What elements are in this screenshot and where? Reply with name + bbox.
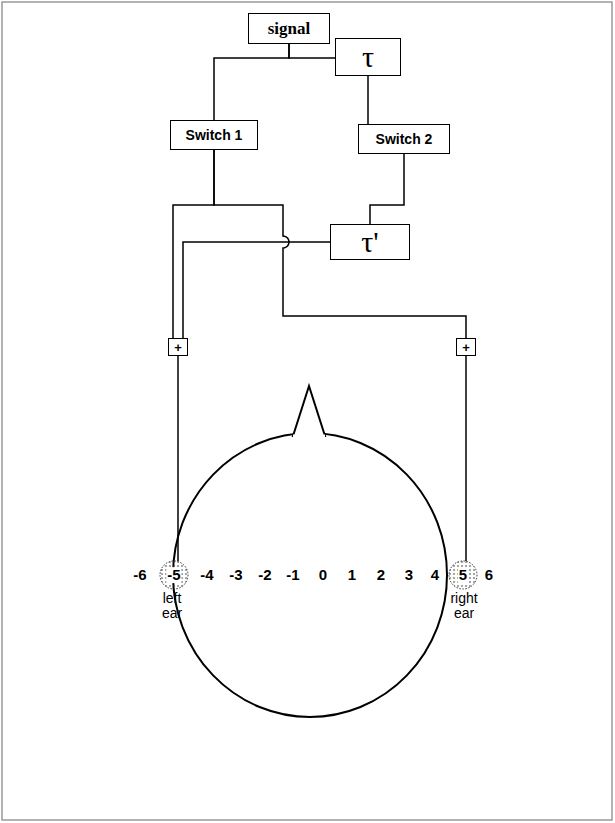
position-number: -3 — [229, 567, 242, 583]
ear-label: right ear — [444, 591, 484, 620]
left-ear — [160, 561, 188, 589]
wire-connector — [367, 76, 369, 124]
node-text: τ' — [361, 227, 378, 257]
wire-connector — [370, 154, 404, 224]
position-number: 4 — [431, 567, 439, 583]
delay-box: τ — [335, 38, 401, 76]
node-text: Switch 2 — [376, 132, 433, 146]
position-number: -2 — [258, 567, 271, 583]
position-number: -6 — [133, 567, 146, 583]
wire-connector — [183, 242, 330, 338]
position-number: 6 — [485, 567, 493, 583]
right-ear — [449, 561, 477, 589]
adder-box: + — [456, 338, 476, 356]
wire — [465, 356, 467, 561]
adder-box: + — [168, 338, 188, 356]
switch-box: Switch 1 — [170, 120, 258, 150]
nose-base — [293, 435, 325, 438]
wire-connector — [214, 44, 289, 120]
wire — [177, 356, 179, 561]
position-number: -1 — [286, 567, 299, 583]
position-number: 3 — [405, 567, 413, 583]
position-number: 5 — [458, 567, 468, 583]
node-text: signal — [268, 20, 311, 37]
position-number: -4 — [200, 567, 213, 583]
node-text: Switch 1 — [186, 128, 243, 142]
wire-connector — [289, 44, 335, 58]
delay-box: τ' — [330, 224, 410, 260]
node-text: τ — [362, 42, 374, 72]
node-text: + — [174, 341, 182, 354]
position-number: 1 — [348, 567, 356, 583]
signal-box: signal — [248, 13, 330, 44]
head-outline — [173, 433, 447, 717]
wire-connector — [173, 150, 214, 338]
ear-label: left ear — [152, 591, 192, 620]
position-number: -5 — [166, 567, 181, 583]
wire-connector — [214, 150, 466, 338]
node-text: + — [462, 341, 470, 354]
nose — [293, 386, 325, 436]
position-number: 2 — [377, 567, 385, 583]
switch-box: Switch 2 — [358, 124, 450, 154]
position-number: 0 — [319, 567, 327, 583]
